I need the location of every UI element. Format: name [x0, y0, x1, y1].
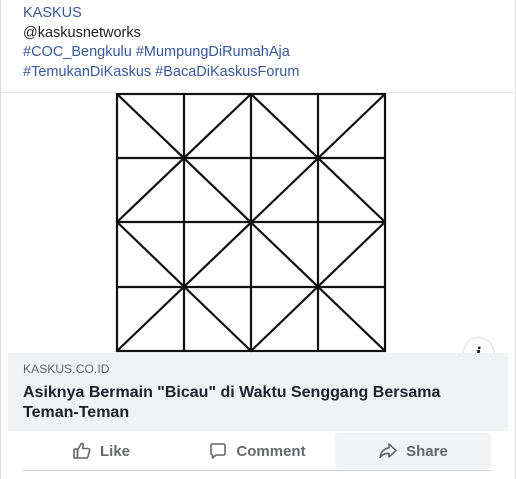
post-image[interactable] [8, 93, 508, 353]
board-diamond-top-right [249, 93, 387, 224]
bicau-board-drawing [115, 93, 387, 353]
hashtags-line-1[interactable]: #COC_Bengkulu #MumpungDiRumahAja [23, 44, 290, 60]
share-label: Share [406, 442, 448, 460]
board-diagonal-anti [115, 93, 387, 353]
link-title[interactable]: Asiknya Bermain "Bicau" di Waktu Senggan… [23, 384, 441, 421]
actions-bottom-divider [23, 470, 491, 471]
comment-label: Comment [236, 442, 306, 460]
info-icon: i [476, 344, 482, 362]
like-button[interactable]: Like [23, 433, 179, 469]
share-button[interactable]: Share [335, 433, 491, 469]
board-diamond-top-left [115, 93, 253, 224]
link-preview-card[interactable]: KASKUS.CO.ID Asiknya Bermain "Bicau" di … [8, 353, 508, 431]
post-text: KASKUS @kaskusnetworks #COC_Bengkulu #Mu… [23, 4, 299, 82]
board-diamond-bottom-left [115, 220, 253, 353]
share-icon [379, 443, 397, 459]
like-label: Like [99, 442, 130, 460]
comment-button[interactable]: Comment [179, 433, 335, 469]
post-actions-bar: Like Comment Share [23, 433, 491, 469]
kaskus-link[interactable]: KASKUS [23, 5, 82, 21]
handle-text: @kaskusnetworks [23, 24, 141, 41]
link-domain: KASKUS.CO.ID [23, 362, 110, 376]
board-diamond-bottom-right [249, 220, 387, 353]
comment-icon [210, 443, 227, 459]
media-top-divider [0, 92, 516, 93]
thumbs-up-icon [73, 442, 91, 459]
post-left-border [0, 0, 1, 479]
hashtags-line-2[interactable]: #TemukanDiKaskus #BacaDiKaskusForum [23, 63, 300, 80]
